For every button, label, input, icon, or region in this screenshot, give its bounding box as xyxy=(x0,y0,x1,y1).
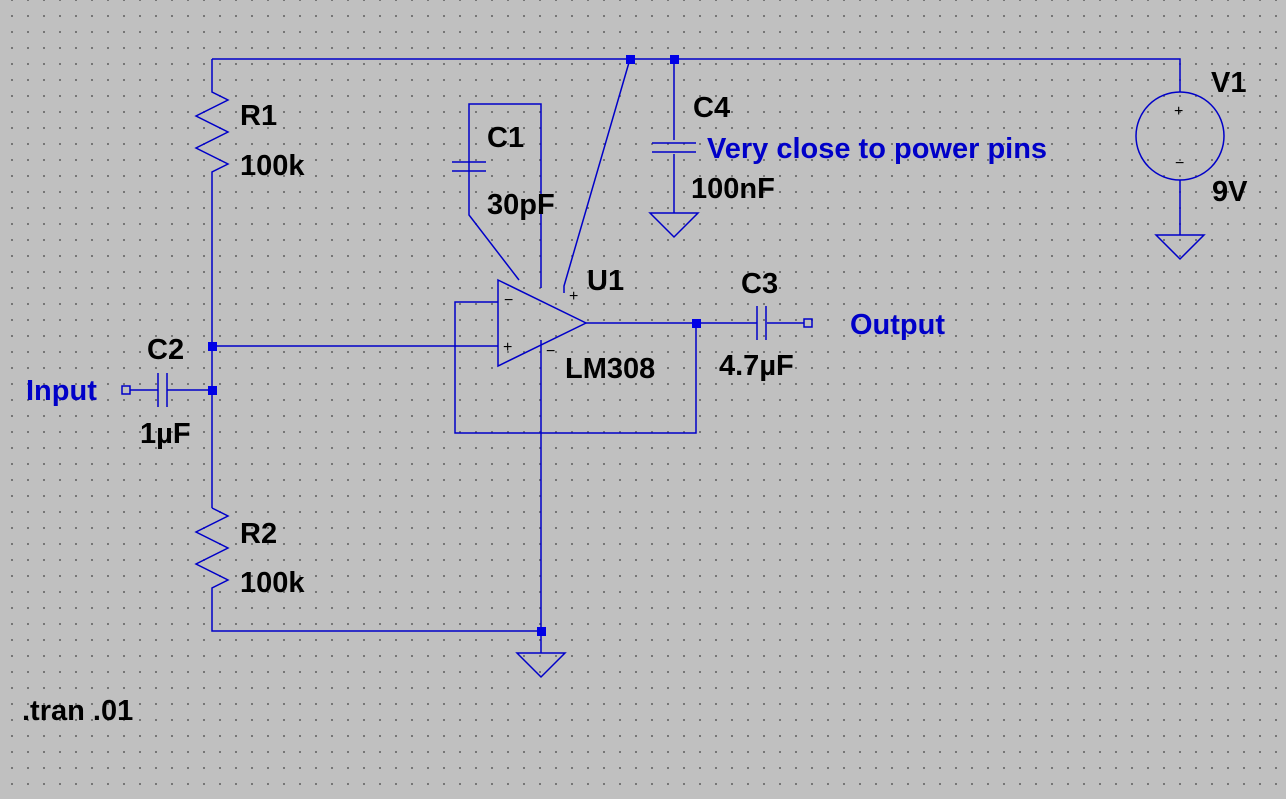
wires xyxy=(130,58,1181,653)
opamp-vminus-mark: − xyxy=(546,343,555,360)
opamp-u1[interactable]: − + + − xyxy=(497,278,588,368)
c1-value-label: 30pF xyxy=(487,189,555,221)
junction-dot xyxy=(208,386,217,395)
v1-ref-label: V1 xyxy=(1211,67,1246,99)
junction-dot xyxy=(537,627,546,636)
junction-dot xyxy=(692,319,701,328)
junction-dot xyxy=(670,55,679,64)
source-plus-mark: + xyxy=(1174,103,1183,120)
tran-directive[interactable]: .tran .01 xyxy=(22,695,133,727)
output-net-label: Output xyxy=(850,309,945,341)
resistor-r2[interactable] xyxy=(194,507,230,596)
output-port-flag[interactable] xyxy=(803,318,813,328)
ground-symbol-v1 xyxy=(1154,234,1206,261)
wire-vplus-to-rail[interactable] xyxy=(563,58,631,293)
junction-dot xyxy=(208,342,217,351)
c2-value-label: 1µF xyxy=(140,418,191,450)
opamp-vplus-mark: + xyxy=(569,288,578,305)
capacitor-c1[interactable] xyxy=(452,145,486,172)
wire-c1-top[interactable] xyxy=(468,103,542,288)
c2-ref-label: C2 xyxy=(147,334,184,366)
c1-ref-label: C1 xyxy=(487,122,524,154)
source-minus-mark: − xyxy=(1175,155,1184,172)
c4-ref-label: C4 xyxy=(693,92,730,124)
c4-annotation: Very close to power pins xyxy=(707,133,1047,165)
junctions xyxy=(208,55,701,636)
ground-symbol-c4 xyxy=(648,212,700,239)
junction-dot xyxy=(626,55,635,64)
r2-value-label: 100k xyxy=(240,567,305,599)
u1-value-label: LM308 xyxy=(565,353,655,385)
wire-feedback-loop[interactable] xyxy=(454,301,697,434)
resistor-r1[interactable] xyxy=(194,59,230,180)
wire-c1-loop[interactable] xyxy=(468,162,520,281)
wire-r2-bottom-to-ground[interactable] xyxy=(211,596,541,632)
c3-value-label: 4.7µF xyxy=(719,350,794,382)
r1-value-label: 100k xyxy=(240,150,305,182)
capacitor-c2[interactable] xyxy=(157,373,176,407)
r1-ref-label: R1 xyxy=(240,100,277,132)
input-net-label: Input xyxy=(26,375,97,407)
u1-ref-label: U1 xyxy=(587,265,624,297)
capacitor-c4[interactable] xyxy=(652,142,696,153)
v1-value-label: 9V xyxy=(1212,176,1248,208)
opamp-noninverting-mark: + xyxy=(503,339,512,356)
c3-ref-label: C3 xyxy=(741,268,778,300)
c4-value-label: 100nF xyxy=(691,173,775,205)
opamp-inverting-mark: − xyxy=(504,292,513,309)
capacitor-c3[interactable] xyxy=(756,306,767,340)
input-port-flag[interactable] xyxy=(121,385,131,395)
ground-symbol-main xyxy=(515,652,567,679)
r2-ref-label: R2 xyxy=(240,518,277,550)
wire-top-rail[interactable] xyxy=(212,58,1181,92)
voltage-source-v1[interactable]: + − xyxy=(1135,91,1225,181)
